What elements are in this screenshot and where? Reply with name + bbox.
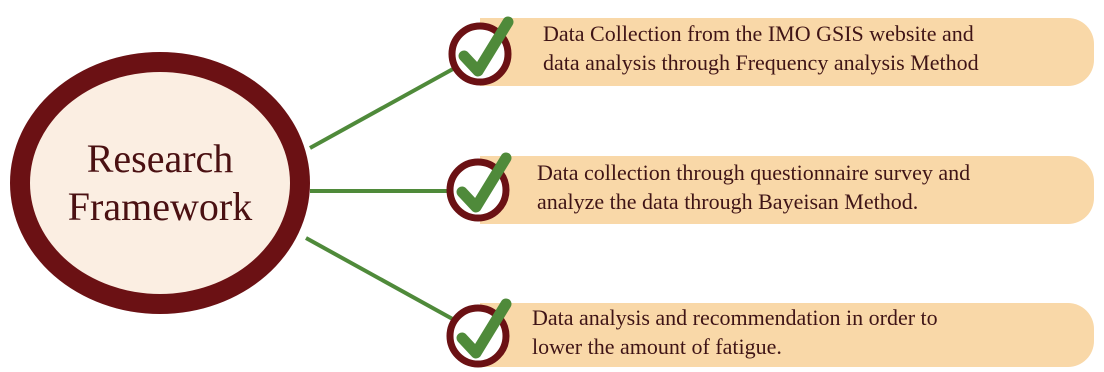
step-item-2: Data collection through questionnaire su… <box>480 156 1094 224</box>
central-node: Research Framework <box>10 52 310 314</box>
step-item-1: Data Collection from the IMO GSIS websit… <box>480 18 1094 86</box>
step-item-1-text-line-2: data analysis through Frequency analysis… <box>543 50 979 75</box>
central-node-label-line-2: Framework <box>67 184 253 229</box>
checkmark-circle-icon <box>442 294 522 368</box>
step-item-1-text-line-1: Data Collection from the IMO GSIS websit… <box>543 21 974 46</box>
connector-line-3 <box>305 236 459 324</box>
connector-line-1 <box>309 62 463 150</box>
step-item-2-text-line-2: analyze the data through Bayeisan Method… <box>537 189 919 214</box>
central-node-label-line-1: Research <box>86 136 234 181</box>
step-item-3-text-line-2: lower the amount of fatigue. <box>532 334 782 359</box>
step-item-3: Data analysis and recommendation in orde… <box>480 303 1094 367</box>
checkmark-circle-icon <box>446 14 526 88</box>
step-item-2-text-line-1: Data collection through questionnaire su… <box>537 160 971 185</box>
checkmark-circle-icon <box>442 150 522 224</box>
step-item-3-text-line-1: Data analysis and recommendation in orde… <box>532 305 938 330</box>
